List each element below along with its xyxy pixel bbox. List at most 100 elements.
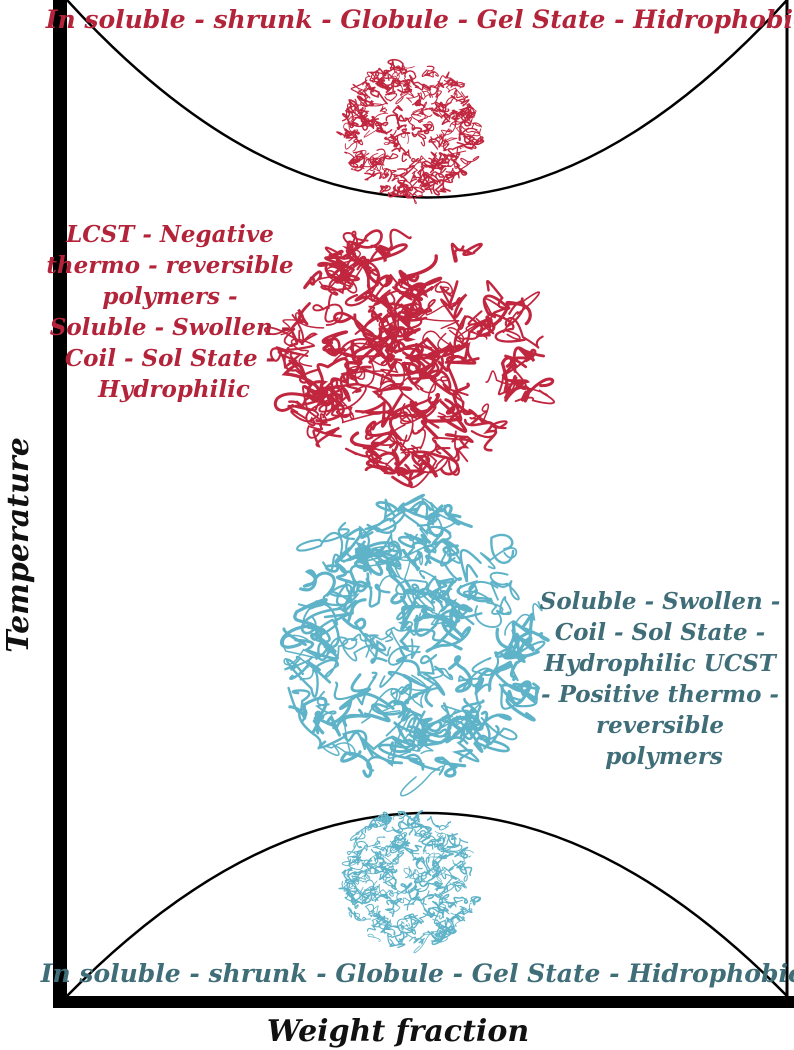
polymer-strand <box>459 549 482 583</box>
polymer-strand <box>346 229 383 255</box>
polymer-strand <box>385 114 406 127</box>
polymer-strand <box>379 184 391 194</box>
polymer-strand <box>383 922 396 936</box>
polymer-strand <box>360 736 397 772</box>
teal-coil-swollen <box>279 493 550 797</box>
polymer-strand <box>380 923 395 947</box>
polymer-strand <box>388 73 412 88</box>
polymer-strand <box>409 168 424 183</box>
polymer-strand <box>446 79 465 88</box>
top-phase-label: In soluble - shrunk - Globule - Gel Stat… <box>45 5 794 34</box>
polymer-strand <box>405 753 441 771</box>
polymer-strand <box>329 389 348 409</box>
polymer-strand <box>376 148 399 160</box>
polymer-strand <box>464 902 473 913</box>
polymer-strand <box>443 146 462 164</box>
polymer-strand <box>390 72 400 81</box>
polymer-strand <box>397 165 416 177</box>
polymer-strand <box>432 152 446 167</box>
polymer-strand <box>301 385 338 427</box>
polymer-strand <box>447 388 473 416</box>
polymer-strand <box>411 130 427 147</box>
polymer-strand <box>354 829 366 842</box>
polymer-strand <box>383 493 426 520</box>
polymer-strand <box>369 157 384 172</box>
polymer-strand <box>381 815 392 826</box>
polymer-strand <box>404 455 431 482</box>
polymer-strand <box>312 426 342 448</box>
polymer-strand <box>446 833 458 847</box>
polymer-strand <box>350 107 370 119</box>
polymer-strand <box>354 131 364 146</box>
polymer-strand <box>369 861 387 872</box>
polymer-strand <box>453 896 469 904</box>
polymer-strand <box>454 910 465 922</box>
polymer-strand <box>394 254 438 302</box>
polymer-strand <box>397 88 413 94</box>
polymer-strand <box>404 74 415 93</box>
polymer-strand <box>328 582 360 606</box>
polymer-strand <box>299 569 336 597</box>
polymer-strand <box>332 392 382 424</box>
polymer-strand <box>436 103 458 120</box>
polymer-strand <box>415 826 432 843</box>
polymer-strand <box>435 918 452 930</box>
polymer-strand <box>500 356 525 402</box>
polymer-strand <box>504 300 544 349</box>
polymer-strand <box>349 429 394 450</box>
polymer-strand <box>438 842 445 852</box>
polymer-strand <box>313 690 337 724</box>
polymer-strand <box>445 899 464 908</box>
polymer-strand <box>436 837 442 851</box>
polymer-strand <box>336 131 354 138</box>
red-globule-collapsed <box>336 58 485 204</box>
polymer-strand <box>389 832 407 847</box>
polymer-strand <box>439 285 479 331</box>
polymer-strand <box>470 317 495 336</box>
polymer-strand <box>282 634 321 666</box>
polymer-strand <box>318 266 353 290</box>
polymer-strand <box>434 756 467 778</box>
polymer-strand <box>359 106 376 130</box>
polymer-strand <box>370 848 381 862</box>
polymer-strand <box>338 880 352 895</box>
polymer-strand <box>376 76 387 87</box>
ucst-label: Soluble - Swollen - Coil - Sol State - H… <box>540 588 789 770</box>
polymer-strand <box>385 560 407 605</box>
polymer-strand <box>364 82 374 93</box>
polymer-strand <box>461 657 493 691</box>
polymer-strand <box>374 865 387 875</box>
polymer-strand <box>384 129 399 146</box>
polymer-strand <box>353 847 368 864</box>
y-axis-label: Temperature <box>1 437 36 653</box>
polymer-strand <box>457 105 471 122</box>
polymer-strand <box>434 831 447 840</box>
polymer-strand <box>347 115 359 127</box>
polymer-strand <box>389 66 407 74</box>
polymer-strand <box>340 750 373 778</box>
polymer-strand <box>322 581 353 610</box>
polymer-strand <box>357 89 373 107</box>
polymer-strand <box>360 511 406 540</box>
polymer-strand <box>457 603 483 626</box>
polymer-strand <box>356 95 375 107</box>
polymer-strand <box>347 132 362 143</box>
polymer-strand <box>445 95 463 107</box>
polymer-strand <box>340 338 383 358</box>
polymer-strand <box>342 729 404 765</box>
polymer-strand <box>439 844 451 860</box>
polymer-strand <box>518 612 550 658</box>
polymer-strand <box>514 391 555 405</box>
polymer-strand <box>441 111 458 127</box>
polymer-strand <box>323 385 367 416</box>
polymer-strand <box>400 129 409 144</box>
polymer-strand <box>354 96 371 107</box>
polymer-strand <box>427 883 455 899</box>
polymer-strand <box>462 122 482 137</box>
polymer-strand <box>385 86 396 96</box>
polymer-strand <box>397 810 407 820</box>
polymer-strand <box>485 370 549 396</box>
polymer-strand <box>350 79 369 98</box>
polymer-strand <box>435 101 450 113</box>
